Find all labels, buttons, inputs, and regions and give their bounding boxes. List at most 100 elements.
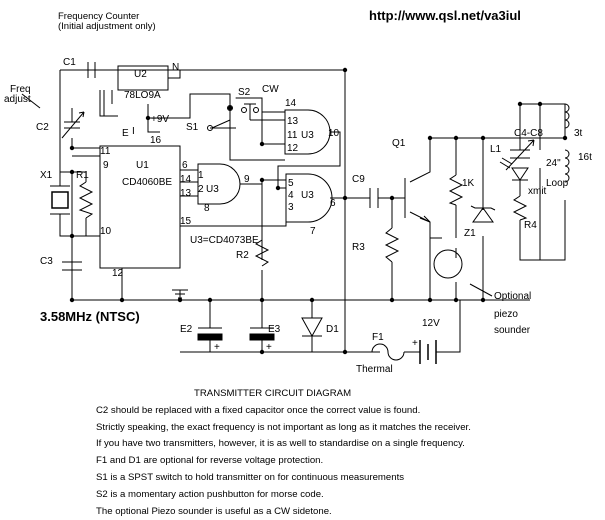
notes-title: TRANSMITTER CIRCUIT DIAGRAM bbox=[96, 386, 596, 403]
ic-u1: U1 CD4060BE 16 11 9 10 12 6 14 13 15 bbox=[100, 135, 192, 279]
label-l1: L1 bbox=[490, 144, 502, 155]
pin-u1-16: 16 bbox=[150, 135, 162, 146]
capacitor-c9: C9 bbox=[352, 174, 378, 208]
label-thermal: Thermal bbox=[356, 364, 393, 375]
label-r4: R4 bbox=[524, 220, 537, 231]
switch-s1: S1 bbox=[186, 120, 230, 133]
pin-u1-12: 12 bbox=[112, 268, 124, 279]
label-c1: C1 bbox=[63, 57, 76, 68]
label-g2-u3: U3 bbox=[301, 130, 314, 141]
and-gate-g2: 14 13 11 U3 12 10 bbox=[285, 98, 340, 154]
label-u3-part: U3=CD4073BE bbox=[190, 235, 259, 246]
label-battery-plus: + bbox=[412, 338, 418, 349]
note-line: If you have two transmitters, however, i… bbox=[96, 436, 596, 453]
pin-u1-9: 9 bbox=[103, 160, 109, 171]
pin-g2-12: 12 bbox=[287, 143, 299, 154]
pin-u1-6: 6 bbox=[182, 160, 188, 171]
pin-g2-14: 14 bbox=[285, 98, 297, 109]
label-c9: C9 bbox=[352, 174, 365, 185]
label-g3-u3: U3 bbox=[301, 190, 314, 201]
junction-dots bbox=[70, 68, 567, 354]
note-line: S2 is a momentary action pushbutton for … bbox=[96, 487, 596, 504]
circuit-notes: TRANSMITTER CIRCUIT DIAGRAM C2 should be… bbox=[96, 386, 596, 520]
battery-12v: 12V + bbox=[412, 318, 440, 364]
zener-z1: Z1 bbox=[464, 206, 495, 239]
pin-g3-6: 6 bbox=[330, 198, 336, 209]
label-u1-part: CD4060BE bbox=[122, 177, 172, 188]
crystal-x1: X1 bbox=[40, 170, 70, 214]
note-line: S1 is a SPST switch to hold transmitter … bbox=[96, 470, 596, 487]
label-s2: S2 bbox=[238, 87, 251, 98]
pin-g3-7: 7 bbox=[310, 226, 316, 237]
pin-u1-15: 15 bbox=[180, 216, 192, 227]
label-1k: 1K bbox=[462, 178, 475, 189]
note-line: F1 and D1 are optional for reverse volta… bbox=[96, 453, 596, 470]
regulator-u2: U2 78LO9A N E I +9V bbox=[104, 62, 179, 139]
label-r3: R3 bbox=[352, 242, 365, 253]
pin-g2-11: 11 bbox=[287, 130, 298, 141]
pin-u1-14: 14 bbox=[180, 174, 192, 185]
switch-s2: S2 CW bbox=[228, 84, 280, 120]
pin-g1-1: 1 bbox=[198, 170, 204, 181]
pin-g1-8: 8 bbox=[204, 203, 210, 214]
label-piezo-2: piezo bbox=[494, 309, 518, 320]
label-plus9v: +9V bbox=[151, 114, 169, 125]
label-loop-size: 24" bbox=[546, 158, 561, 169]
diode-d1: D1 bbox=[302, 318, 339, 336]
note-line: C2 should be replaced with a fixed capac… bbox=[96, 403, 596, 420]
label-c2: C2 bbox=[36, 122, 49, 133]
label-u2-gnd: E bbox=[122, 128, 129, 139]
label-x1: X1 bbox=[40, 170, 53, 181]
capacitor-e2: E2 + bbox=[180, 324, 222, 353]
pin-g3-5: 5 bbox=[288, 178, 294, 189]
label-z1: Z1 bbox=[464, 228, 476, 239]
label-f1: F1 bbox=[372, 332, 384, 343]
transistor-q1: Q1 bbox=[392, 138, 430, 222]
wires bbox=[60, 70, 565, 352]
label-e3-plus: + bbox=[266, 342, 272, 353]
pin-g3-3: 3 bbox=[288, 202, 294, 213]
pin-u1-13: 13 bbox=[180, 188, 192, 199]
label-loop: Loop bbox=[546, 178, 569, 189]
label-3t: 3t bbox=[574, 128, 583, 139]
pin-g3-4: 4 bbox=[288, 190, 294, 201]
label-u2-out: I bbox=[132, 126, 135, 137]
pin-u1-10: 10 bbox=[100, 226, 112, 237]
label-u1: U1 bbox=[136, 160, 149, 171]
pin-g1-2: 2 bbox=[198, 184, 204, 195]
label-cw: CW bbox=[262, 84, 279, 95]
label-u2-part: 78LO9A bbox=[124, 90, 161, 101]
label-d1: D1 bbox=[326, 324, 339, 335]
label-q1: Q1 bbox=[392, 138, 406, 149]
capacitor-c3: C3 bbox=[40, 256, 82, 270]
label-r1: R1 bbox=[76, 170, 89, 181]
fuse-f1: F1 Thermal bbox=[356, 332, 404, 375]
label-12v: 12V bbox=[422, 318, 440, 329]
label-piezo-1: Optional bbox=[494, 291, 531, 302]
label-xmit: xmit bbox=[528, 186, 547, 197]
label-e3: E3 bbox=[268, 324, 281, 335]
label-u2: U2 bbox=[134, 69, 147, 80]
capacitor-e3: E3 + bbox=[250, 324, 281, 353]
and-gate-g1: 1 2 U3 8 9 bbox=[198, 164, 250, 214]
resistor-1k: 1K bbox=[450, 138, 475, 205]
label-c3: C3 bbox=[40, 256, 53, 267]
pin-g2-10: 10 bbox=[328, 128, 340, 139]
pin-g1-9: 9 bbox=[244, 174, 250, 185]
label-s1: S1 bbox=[186, 122, 199, 133]
capacitor-c1: C1 bbox=[63, 57, 95, 78]
label-piezo-3: sounder bbox=[494, 325, 531, 336]
pin-g2-13: 13 bbox=[287, 116, 299, 127]
label-e2: E2 bbox=[180, 324, 193, 335]
note-line: The optional Piezo sounder is useful as … bbox=[96, 504, 596, 520]
label-r2: R2 bbox=[236, 250, 249, 261]
inductor-l1: L1 3t 16t 24" Loop bbox=[490, 104, 592, 189]
label-e2-plus: + bbox=[214, 342, 220, 353]
label-c4-c8: C4-C8 bbox=[514, 128, 543, 139]
note-line: Strictly speaking, the exact frequency i… bbox=[96, 420, 596, 437]
label-freq-adjust-2: adjust bbox=[4, 94, 31, 105]
resistor-r1: R1 bbox=[76, 170, 92, 218]
resistor-r3: R3 bbox=[352, 228, 398, 262]
label-u2-in: N bbox=[172, 62, 179, 73]
label-16t: 16t bbox=[578, 152, 592, 163]
